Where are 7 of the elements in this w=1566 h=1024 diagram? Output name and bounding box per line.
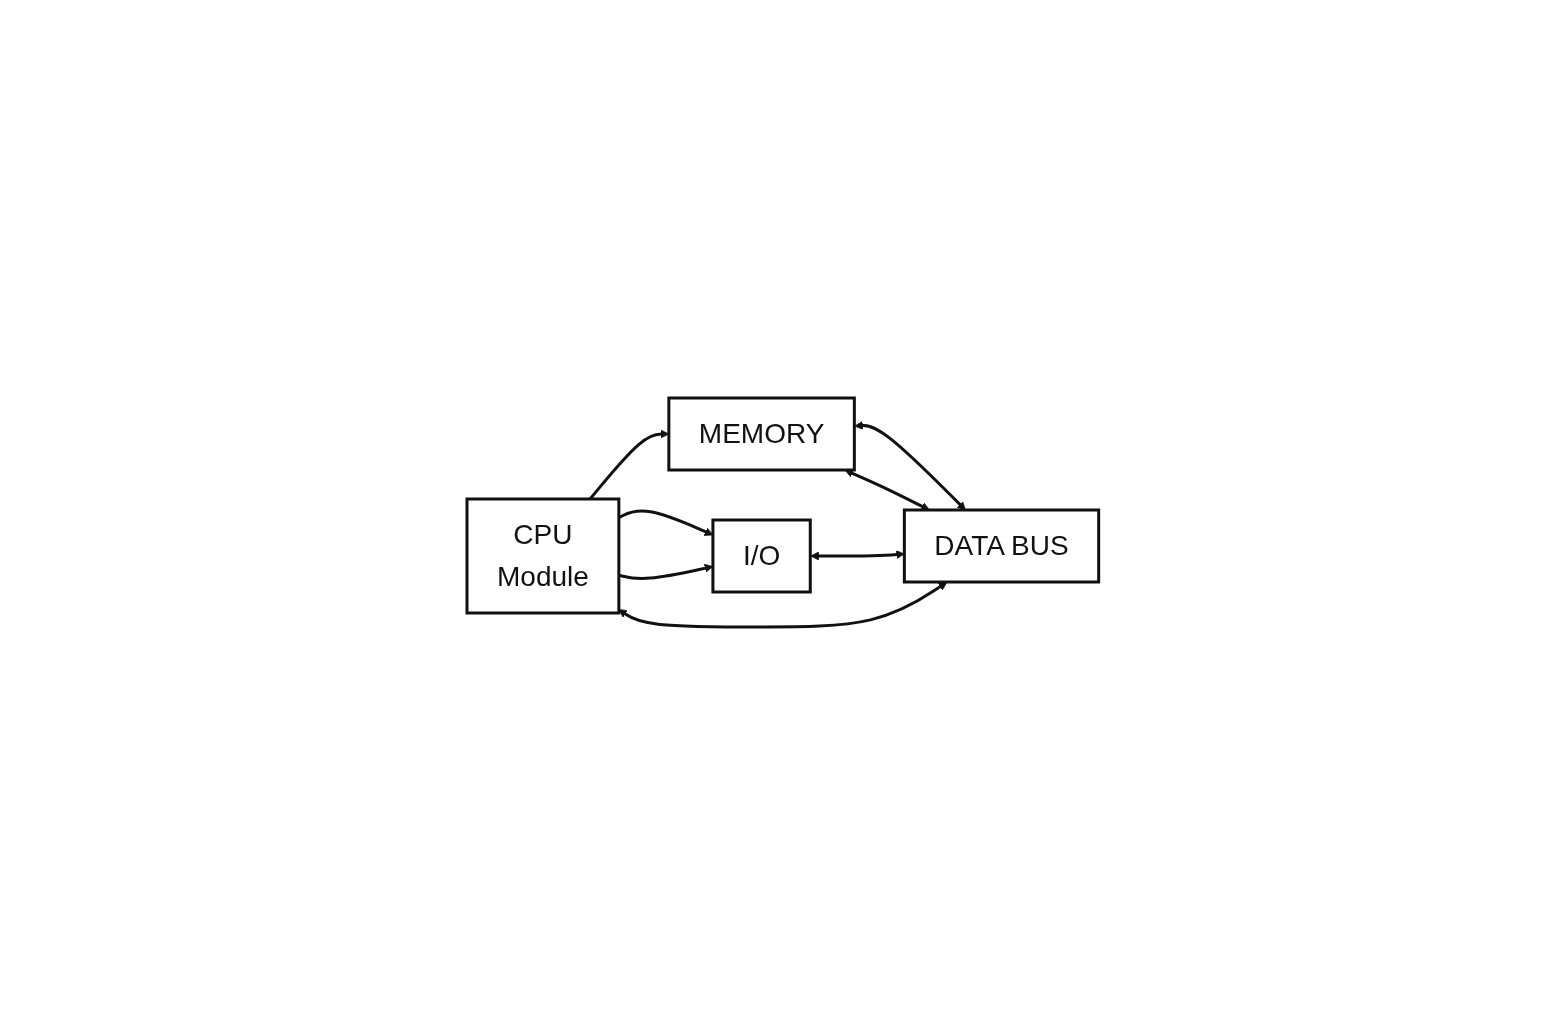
- node-box: MEMORY: [667, 396, 856, 471]
- arrow: [618, 581, 948, 628]
- node-box: CPU Module: [465, 497, 621, 614]
- node-box: DATA BUS: [903, 508, 1101, 583]
- arrow: [854, 420, 966, 510]
- node-box: I/O: [711, 518, 812, 593]
- arrow: [810, 549, 905, 560]
